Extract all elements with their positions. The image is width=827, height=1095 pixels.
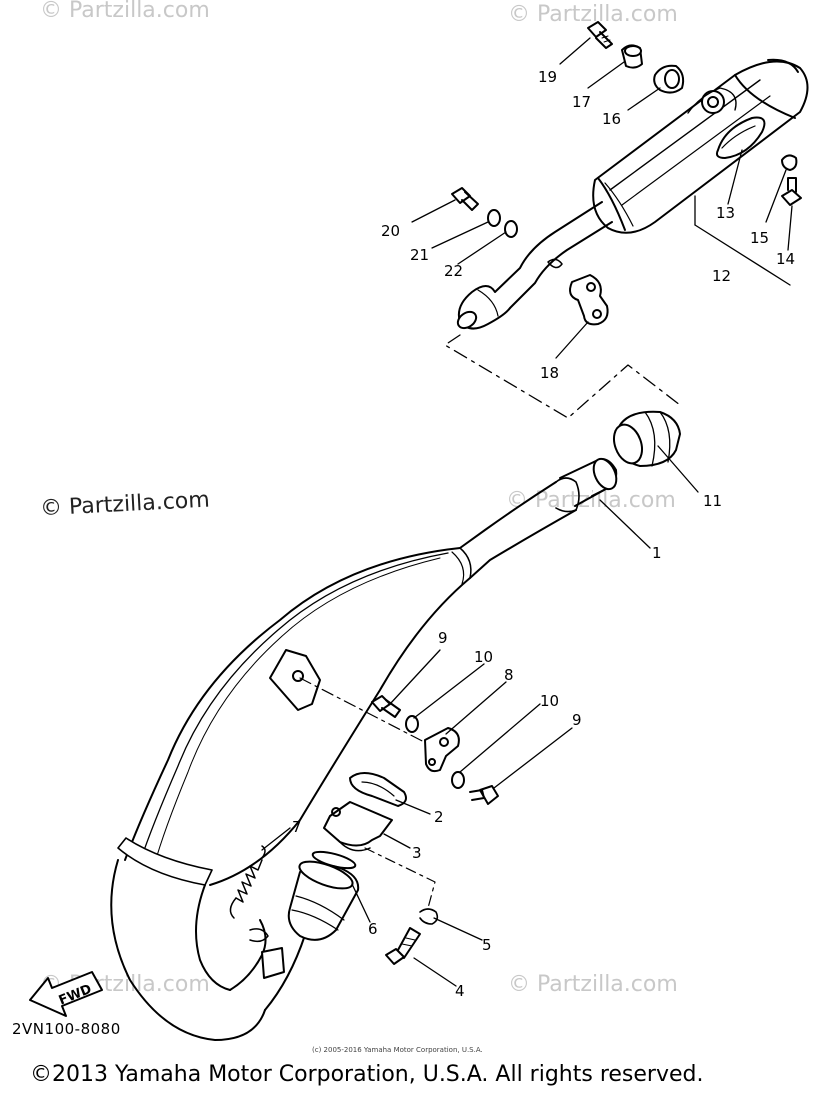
callout-11: 11 [703, 492, 722, 510]
callout-18: 18 [540, 364, 559, 382]
callout-17: 17 [572, 93, 591, 111]
collar-part-17 [621, 44, 643, 69]
bolt-part-20 [451, 187, 479, 211]
watermark-bottom-right: © Partzilla.com [508, 972, 678, 997]
copyright-notice: ©2013 Yamaha Motor Corporation, U.S.A. A… [30, 1062, 704, 1087]
washer-part-22 [504, 220, 518, 238]
clip-part-5 [419, 908, 439, 925]
washer-part-10-upper [405, 715, 419, 733]
assembly-line-joint [364, 847, 436, 909]
bracket-part-18 [569, 274, 609, 326]
callout-10-lower: 10 [540, 692, 559, 710]
washer-part-21 [487, 209, 501, 227]
callout-19: 19 [538, 68, 557, 86]
callout-4: 4 [455, 982, 465, 1000]
grommet-part-16 [653, 64, 685, 94]
fwd-arrow-icon [29, 971, 103, 1017]
exhaust-pipe-part-1 [110, 457, 618, 1041]
callout-labels: 19 17 16 13 15 14 12 20 21 22 18 11 1 9 … [292, 68, 795, 1000]
leader-lines [261, 37, 793, 987]
callout-5: 5 [482, 936, 492, 954]
callout-7: 7 [292, 818, 302, 836]
nut-part-15 [781, 154, 798, 171]
callout-9-lower: 9 [572, 711, 582, 729]
assembly-line-silencer [444, 334, 681, 419]
silencer-assembly [456, 58, 809, 330]
rubber-joint-part-6 [287, 860, 360, 941]
diagram-code: 2VN100-8080 [12, 1020, 121, 1038]
washer-part-10-lower [451, 771, 465, 789]
spring-part-7 [229, 845, 266, 919]
bolt-part-9-lower [469, 785, 499, 805]
bolt-part-19 [587, 21, 613, 49]
bolt-part-14 [781, 177, 802, 206]
stay-part-8 [424, 727, 460, 773]
joint-part-3 [323, 801, 393, 852]
watermark-top-right: © Partzilla.com [508, 2, 678, 27]
callout-22: 22 [444, 262, 463, 280]
callout-2: 2 [434, 808, 444, 826]
callout-3: 3 [412, 844, 422, 862]
callout-14: 14 [776, 250, 795, 268]
callout-13: 13 [716, 204, 735, 222]
watermark-middle-right: © Partzilla.com [506, 488, 676, 513]
callout-8: 8 [504, 666, 514, 684]
assembly-line-bracket [299, 677, 431, 746]
callout-15: 15 [750, 229, 769, 247]
callout-9-upper: 9 [438, 629, 448, 647]
callout-16: 16 [602, 110, 621, 128]
callout-20: 20 [381, 222, 400, 240]
callout-6: 6 [368, 920, 378, 938]
callout-10-upper: 10 [474, 648, 493, 666]
callout-12: 12 [712, 267, 731, 285]
watermark-top-left: © Partzilla.com [40, 0, 210, 23]
small-copyright: (c) 2005-2016 Yamaha Motor Corporation, … [312, 1046, 483, 1054]
pipe-bracket [269, 649, 321, 711]
bolt-part-4 [385, 927, 421, 965]
callout-21: 21 [410, 246, 429, 264]
callout-1: 1 [652, 544, 662, 562]
bolt-part-9-upper [371, 695, 401, 718]
gasket-part-2 [349, 772, 407, 807]
